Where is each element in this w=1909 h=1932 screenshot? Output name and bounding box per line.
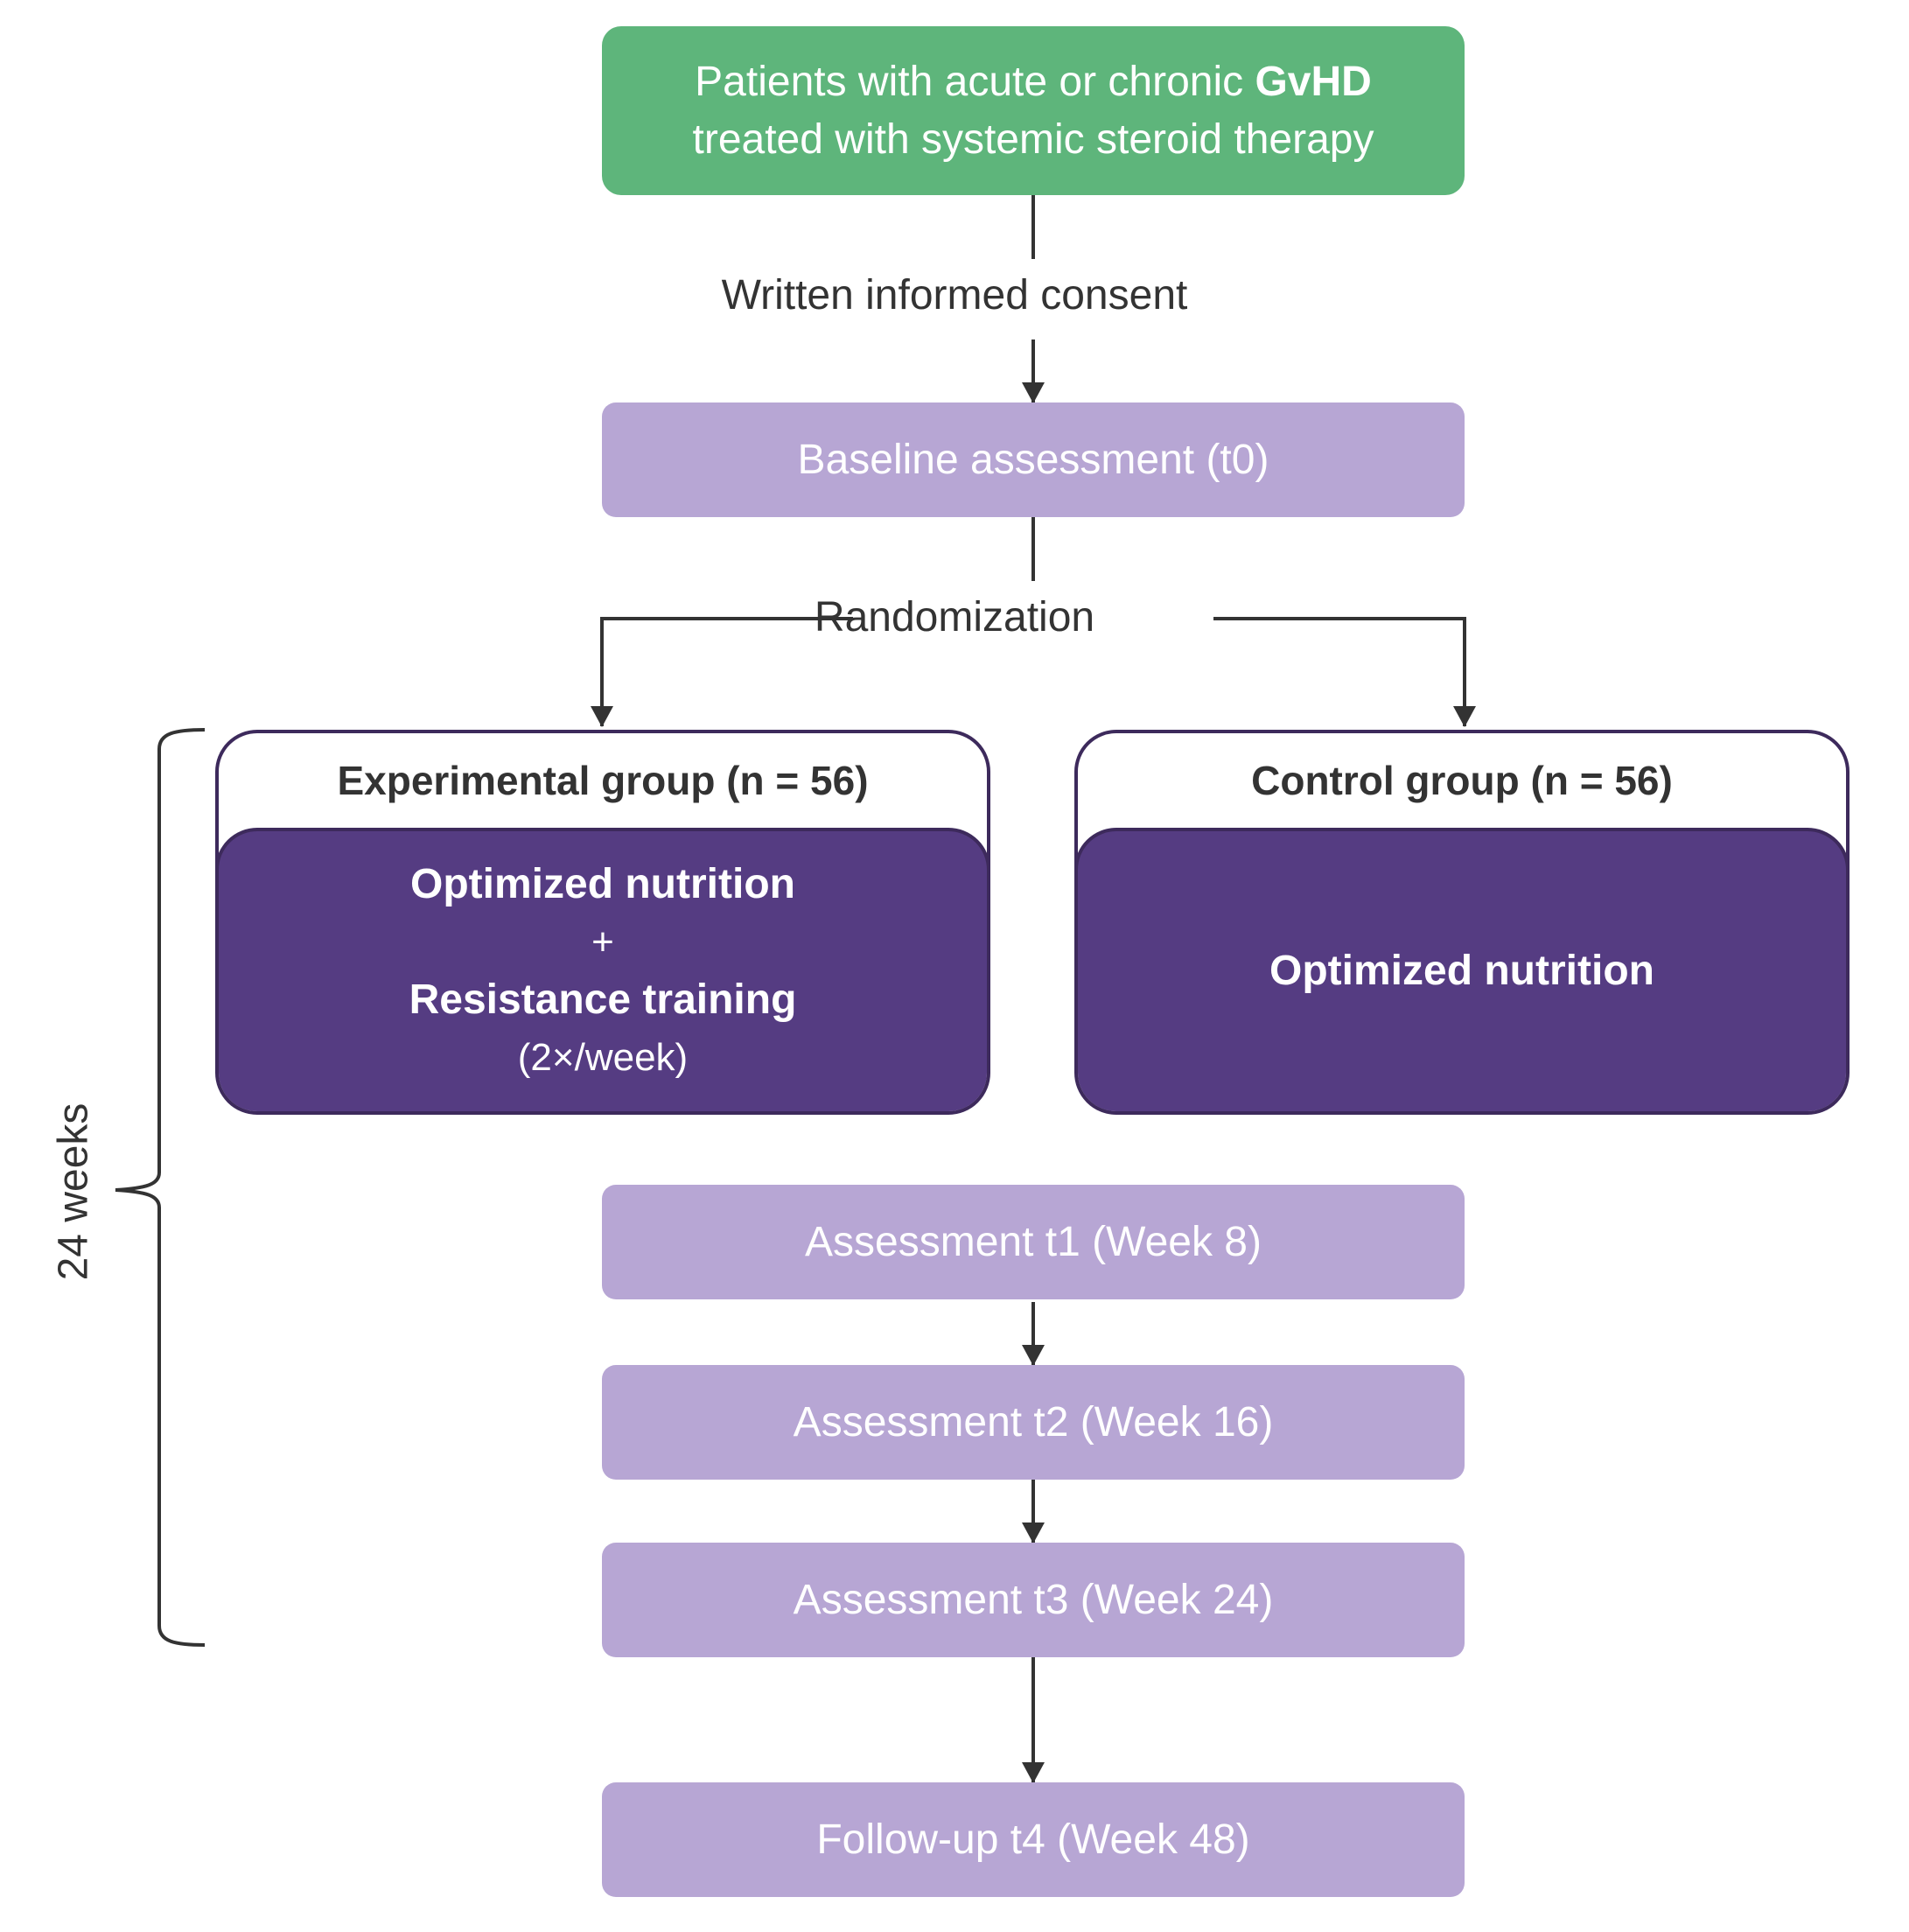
consent-label: Written informed consent [721, 272, 1188, 318]
assessment-t1-box: Assessment t1 (Week 8) [602, 1185, 1465, 1299]
baseline-assessment-label: Baseline assessment (t0) [797, 437, 1269, 483]
experimental-group-title: Experimental group (n = 56) [337, 758, 869, 803]
experimental-line-nutrition: Optimized nutrition [410, 861, 795, 907]
eligibility-prefix: Patients with acute or chronic [695, 58, 1255, 105]
assessment-t2-label: Assessment t2 (Week 16) [793, 1399, 1274, 1446]
follow-up-t4-label: Follow-up t4 (Week 48) [816, 1816, 1250, 1863]
eligibility-line-1: Patients with acute or chronic GvHD [695, 53, 1372, 111]
assessment-t3-label: Assessment t3 (Week 24) [793, 1577, 1274, 1623]
arrow-to-experimental-group [591, 617, 853, 727]
assessment-t1-label: Assessment t1 (Week 8) [805, 1219, 1262, 1265]
control-group-intervention: Optimized nutrition [1078, 828, 1846, 1111]
duration-brace [115, 728, 206, 1647]
experimental-plus: + [591, 920, 614, 963]
experimental-group-intervention: Optimized nutrition + Resistance trainin… [219, 828, 987, 1111]
baseline-assessment-box: Baseline assessment (t0) [602, 402, 1465, 517]
experimental-line-training: Resistance training [409, 976, 797, 1023]
assessment-t2-box: Assessment t2 (Week 16) [602, 1365, 1465, 1480]
experimental-group-box: Experimental group (n = 56) Optimized nu… [215, 730, 990, 1115]
arrow-to-control-group [1213, 617, 1476, 727]
assessment-t3-box: Assessment t3 (Week 24) [602, 1543, 1465, 1657]
experimental-line-frequency: (2×/week) [517, 1036, 689, 1079]
randomization-label: Randomization [814, 594, 1095, 640]
eligibility-gvhd: GvHD [1255, 58, 1372, 105]
follow-up-t4-box: Follow-up t4 (Week 48) [602, 1782, 1465, 1897]
control-line-nutrition: Optimized nutrition [1269, 948, 1654, 994]
duration-label: 24 weeks [50, 1102, 97, 1281]
eligibility-box: Patients with acute or chronic GvHD trea… [602, 26, 1465, 195]
control-group-box: Control group (n = 56) Optimized nutriti… [1074, 730, 1850, 1115]
eligibility-line-2: treated with systemic steroid therapy [692, 116, 1374, 163]
control-group-title: Control group (n = 56) [1251, 758, 1673, 803]
